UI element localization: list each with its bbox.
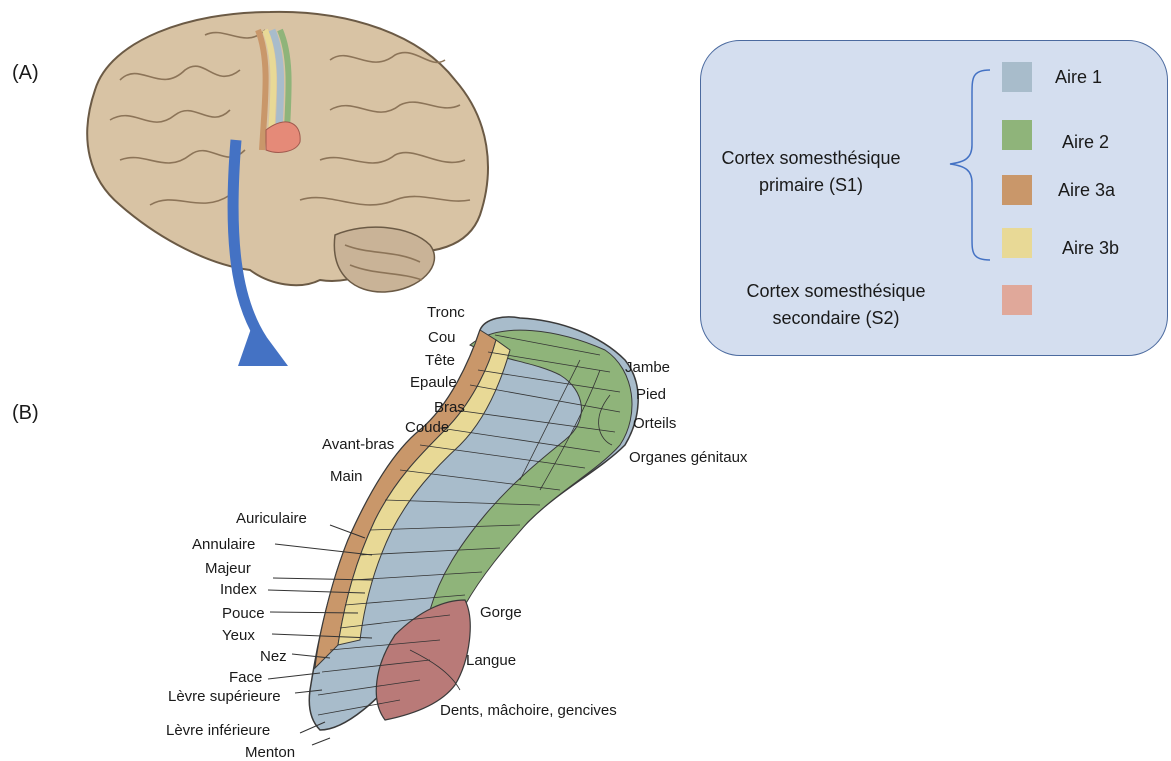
label-cou: Cou <box>428 329 456 346</box>
label-auriculaire: Auriculaire <box>236 510 307 527</box>
label-majeur: Majeur <box>205 560 251 577</box>
label-yeux: Yeux <box>222 627 255 644</box>
label-tete: Tête <box>425 352 455 369</box>
swatch-aire-2 <box>1002 120 1032 150</box>
label-avant-bras: Avant-bras <box>322 436 394 453</box>
label-face: Face <box>229 669 262 686</box>
label-annulaire: Annulaire <box>192 536 255 553</box>
legend-primary-label: Cortex somesthésique primaire (S1) <box>706 145 916 199</box>
label-main: Main <box>330 468 363 485</box>
label-aire-3a: Aire 3a <box>1058 180 1115 201</box>
swatch-s2 <box>1002 285 1032 315</box>
label-nez: Nez <box>260 648 287 665</box>
label-levre-superieure: Lèvre supérieure <box>168 688 281 705</box>
label-epaule: Epaule <box>410 374 457 391</box>
label-levre-inferieure: Lèvre inférieure <box>166 722 270 739</box>
swatch-aire-3b <box>1002 228 1032 258</box>
label-aire-3b: Aire 3b <box>1062 238 1119 259</box>
label-pouce: Pouce <box>222 605 265 622</box>
legend-secondary-label: Cortex somesthésique secondaire (S2) <box>724 278 948 332</box>
swatch-aire-3a <box>1002 175 1032 205</box>
label-jambe: Jambe <box>625 359 670 376</box>
label-aire-2: Aire 2 <box>1062 132 1109 153</box>
label-coude: Coude <box>405 419 449 436</box>
label-orteils: Orteils <box>633 415 676 432</box>
label-organes-genitaux: Organes génitaux <box>629 449 747 466</box>
label-aire-1: Aire 1 <box>1055 67 1102 88</box>
label-dents-machoire-gencives: Dents, mâchoire, gencives <box>440 702 617 719</box>
label-gorge: Gorge <box>480 604 522 621</box>
swatch-aire-1 <box>1002 62 1032 92</box>
label-pied: Pied <box>636 386 666 403</box>
label-index: Index <box>220 581 257 598</box>
label-bras: Bras <box>434 399 465 416</box>
label-menton: Menton <box>245 745 295 760</box>
label-langue: Langue <box>466 652 516 669</box>
label-tronc: Tronc <box>427 304 465 321</box>
